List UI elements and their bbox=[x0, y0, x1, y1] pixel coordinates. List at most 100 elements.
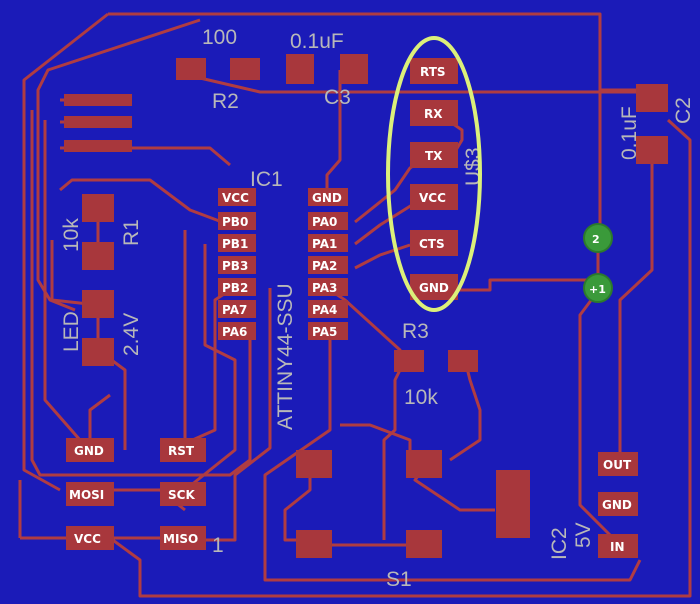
ic1-pin-pad bbox=[218, 322, 256, 340]
ftdi-pin-label: RX bbox=[424, 107, 443, 121]
ic1-pin-pad bbox=[308, 188, 348, 206]
ic1-pin-pad bbox=[218, 278, 256, 296]
regulator-pin-pad bbox=[598, 452, 638, 476]
r3-ref: R3 bbox=[402, 320, 429, 343]
led-pad-1 bbox=[82, 290, 114, 318]
r3-pad-2 bbox=[448, 350, 478, 372]
regulator-pin-label: GND bbox=[602, 498, 632, 512]
ic1-pin-label: PB2 bbox=[222, 281, 248, 295]
s1-pad-3 bbox=[296, 530, 332, 558]
r3-pad-1 bbox=[394, 350, 424, 372]
ic1-pin-label: PA4 bbox=[312, 303, 337, 317]
ic1-pin-label: PA6 bbox=[222, 325, 247, 339]
ic1-pin-pad bbox=[218, 256, 256, 274]
c3-pad-1 bbox=[286, 54, 314, 84]
via-label: +1 bbox=[589, 283, 606, 296]
ic1-right-pins: GND PA0 PA1 PA2 PA3 PA4 PA5 bbox=[308, 188, 348, 340]
isp-pin-pad bbox=[160, 526, 206, 550]
isp-pin-label: RST bbox=[168, 444, 195, 458]
ic1-pin-label: PB3 bbox=[222, 259, 248, 273]
regulator-pin-label: OUT bbox=[603, 458, 632, 472]
ic1-pin-label: GND bbox=[312, 191, 342, 205]
ic1-pin-label: PA0 bbox=[312, 215, 337, 229]
regulator-pin-pad bbox=[598, 492, 638, 516]
ftdi-pin-label: TX bbox=[425, 149, 443, 163]
r1-value: 10k bbox=[60, 218, 83, 252]
ic1-pin-pad bbox=[218, 234, 256, 252]
ic1-pin-label: PA5 bbox=[312, 325, 337, 339]
ftdi-pin-pad bbox=[410, 230, 458, 256]
r1-pad-2 bbox=[82, 242, 114, 270]
ic1-pin-pad bbox=[308, 212, 348, 230]
s1-ref: S1 bbox=[386, 568, 412, 591]
ic1-pin-label: PA3 bbox=[312, 281, 337, 295]
c3-value: 0.1uF bbox=[290, 30, 344, 53]
c2-pad-2 bbox=[636, 136, 668, 164]
ftdi-highlight-ellipse bbox=[386, 36, 482, 312]
ic1-pin-pad bbox=[308, 300, 348, 318]
power-vias: 2 +1 bbox=[583, 223, 613, 303]
ic1-ref: IC1 bbox=[250, 168, 283, 191]
regulator-tab bbox=[496, 470, 530, 538]
via-ring bbox=[583, 223, 613, 253]
c3-pad-2 bbox=[340, 54, 368, 84]
isp-pin-pad bbox=[66, 438, 114, 462]
ic1-pin-pad bbox=[218, 188, 256, 206]
isp-pin-pad bbox=[66, 526, 114, 550]
ic2-value: 5V bbox=[572, 522, 595, 548]
c2-ref: C2 bbox=[672, 97, 695, 124]
isp-pin-label: GND bbox=[74, 444, 104, 458]
isp-pin-label: VCC bbox=[74, 532, 101, 546]
isp-pin-pad bbox=[160, 482, 206, 506]
isp-pin-label: MOSI bbox=[69, 488, 104, 502]
silkscreen: 100 R2 0.1uF C3 IC1 10k R1 LED 2.4V ATTI… bbox=[60, 26, 695, 591]
r2-ref: R2 bbox=[212, 90, 239, 113]
ftdi-header: RTS RX TX VCC CTS GND bbox=[410, 58, 458, 300]
regulator-pin-pad bbox=[598, 534, 638, 558]
regulator-pins: OUT GND IN bbox=[598, 452, 638, 558]
ftdi-pin-pad bbox=[410, 184, 458, 210]
c2-pad-1 bbox=[636, 84, 668, 112]
ic2-ref: IC2 bbox=[548, 527, 571, 560]
ic1-value: ATTINY44-SSU bbox=[274, 283, 297, 430]
ic1-pin-pad bbox=[308, 256, 348, 274]
r2-pad-1 bbox=[176, 58, 206, 80]
isp-pin1-marker: 1 bbox=[212, 534, 224, 557]
c2-value: 0.1uF bbox=[618, 106, 641, 160]
ftdi-pin-pad bbox=[410, 100, 458, 126]
ic1-pin-pad bbox=[308, 322, 348, 340]
r3-value: 10k bbox=[404, 386, 438, 409]
ic1-pin-label: PB0 bbox=[222, 215, 248, 229]
s1-pad-1 bbox=[296, 450, 332, 478]
ic1-pin-pad bbox=[218, 212, 256, 230]
r1-pad-1 bbox=[82, 194, 114, 222]
switch-pad bbox=[64, 140, 132, 152]
smd-pads bbox=[64, 54, 668, 558]
ic1-pin-label: PA1 bbox=[312, 237, 337, 251]
ic1-pin-pad bbox=[308, 234, 348, 252]
via-label: 2 bbox=[592, 233, 600, 246]
ic1-pin-pad bbox=[308, 278, 348, 296]
ftdi-pin-pad bbox=[410, 274, 458, 300]
r1-ref: R1 bbox=[120, 219, 143, 246]
ftdi-pin-label: VCC bbox=[419, 191, 446, 205]
ic1-pin-label: PB1 bbox=[222, 237, 248, 251]
ic1-pin-label: PA7 bbox=[222, 303, 247, 317]
ftdi-pin-label: CTS bbox=[419, 237, 445, 251]
ftdi-pin-pad bbox=[410, 142, 458, 168]
led-pad-2 bbox=[82, 338, 114, 366]
s1-pad-4 bbox=[406, 530, 442, 558]
ftdi-pin-label: GND bbox=[419, 281, 449, 295]
r2-value: 100 bbox=[202, 26, 237, 49]
isp-pin-pad bbox=[66, 482, 114, 506]
led-ref: LED bbox=[60, 311, 83, 352]
isp-pin-label: SCK bbox=[168, 488, 195, 502]
ftdi-pin-pad bbox=[410, 58, 458, 84]
ic1-pin-pad bbox=[218, 300, 256, 318]
ic1-left-pins: VCC PB0 PB1 PB3 PB2 PA7 PA6 bbox=[218, 188, 256, 340]
isp-header: GND RST MOSI SCK VCC MISO bbox=[66, 438, 206, 550]
led-value: 2.4V bbox=[120, 313, 143, 356]
isp-pin-pad bbox=[160, 438, 206, 462]
ic1-pin-label: PA2 bbox=[312, 259, 337, 273]
